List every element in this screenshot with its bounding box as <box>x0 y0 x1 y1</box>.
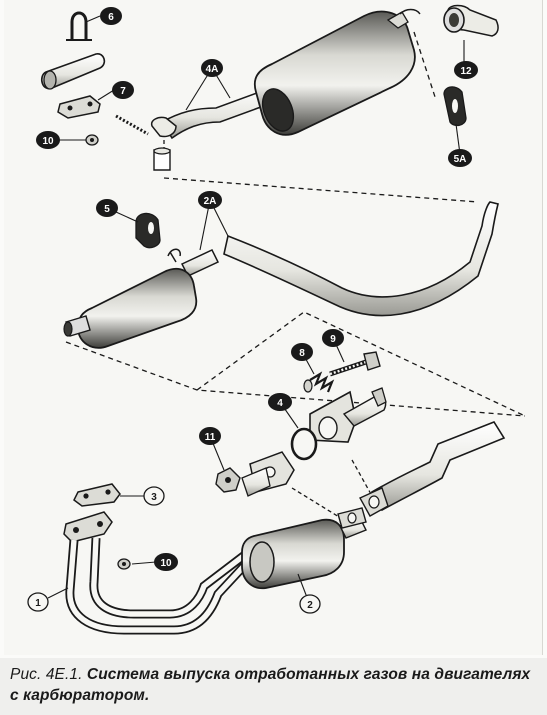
callout-9: 9 <box>322 329 344 347</box>
callout-12: 12 <box>454 61 478 79</box>
callout-10-bottom: 10 <box>154 553 178 571</box>
callout-10-top-label: 10 <box>42 136 54 147</box>
callout-5a-label: 5A <box>454 154 467 165</box>
diagram-canvas: 6 7 10 4A 12 5A <box>27 4 526 635</box>
callout-11-label: 11 <box>205 432 216 443</box>
callout-8-label: 8 <box>299 348 305 359</box>
rubber-mount-5 <box>135 212 161 249</box>
callout-4a: 4 <box>268 393 292 411</box>
gasket-ring-4a <box>290 427 318 461</box>
callout-4a-label: 4 <box>277 398 283 409</box>
callout-10-top: 10 <box>36 131 60 149</box>
callout-9-label: 9 <box>330 334 336 345</box>
callout-5a: 5A <box>448 149 472 167</box>
callout-2a-label: 2A <box>204 196 217 207</box>
callout-2-label: 2 <box>307 600 313 611</box>
figure-caption: Рис. 4Е.1. Система выпуска отработанных … <box>0 658 547 715</box>
callout-4-label: 3 <box>151 492 157 503</box>
caption-prefix: Рис. 4Е.1. <box>10 666 87 683</box>
callout-2: 2 <box>299 594 321 614</box>
tailpipe-trim <box>443 4 499 37</box>
callout-5-label: 5 <box>104 204 110 215</box>
rubber-mount-5a <box>443 86 467 127</box>
spring-8 <box>303 371 335 393</box>
gasket-plate-4 <box>73 483 121 507</box>
nut-11 <box>215 467 241 493</box>
callout-4: 3 <box>143 486 165 506</box>
nut-10-top <box>85 134 99 146</box>
caption-body: Система выпуска отработанных газов на дв… <box>10 666 531 704</box>
front-pipe-assembly <box>63 507 367 635</box>
callout-3: 4A <box>201 59 223 77</box>
callout-3-label: 4A <box>206 64 219 75</box>
callout-7: 7 <box>112 81 134 99</box>
nut-10-bottom <box>117 558 131 570</box>
callout-11: 11 <box>199 427 221 445</box>
bolt-9 <box>329 351 381 377</box>
callout-5: 5 <box>96 199 118 217</box>
rear-muffler-assembly <box>150 8 421 171</box>
clamp-saddle-7 <box>57 95 101 119</box>
exhaust-system-diagram: 6 7 10 4A 12 5A <box>4 0 543 655</box>
callout-7-label: 7 <box>120 86 126 97</box>
clamp-bolt-arrow <box>115 114 149 136</box>
callout-6-label: 6 <box>108 12 114 23</box>
flange-pipe-stub <box>241 451 295 497</box>
caption-text: Рис. 4Е.1. Система выпуска отработанных … <box>10 664 540 706</box>
front-connecting-pipe <box>359 421 506 517</box>
callout-1: 1 <box>27 592 49 612</box>
callout-8: 8 <box>291 343 313 361</box>
u-bolt-clamp <box>40 11 106 90</box>
callout-1-label: 1 <box>35 598 41 609</box>
intermediate-muffler-assembly <box>63 201 499 349</box>
callout-6: 6 <box>100 7 122 25</box>
flange-connector <box>309 387 387 443</box>
callout-10-bottom-label: 10 <box>160 558 172 569</box>
callout-2a: 2A <box>198 191 222 209</box>
callout-12-label: 12 <box>460 66 472 77</box>
